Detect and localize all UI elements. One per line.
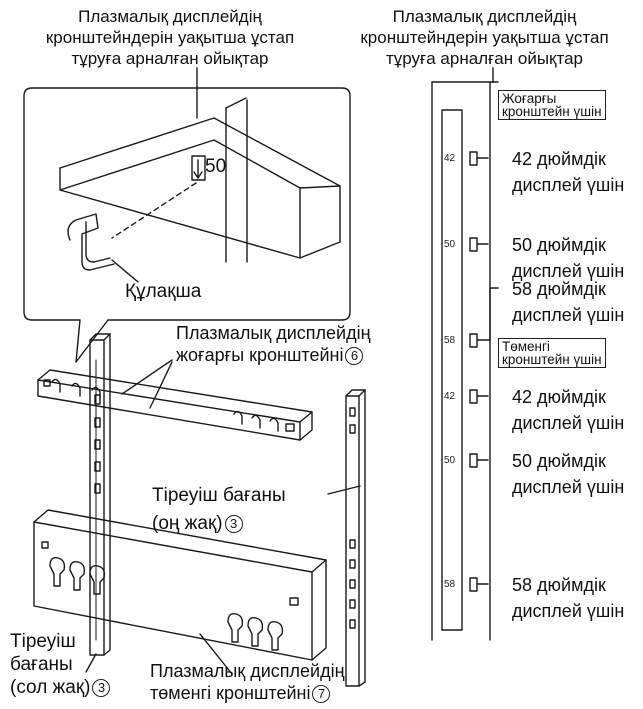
lower-hooks-left — [41, 541, 106, 595]
scale-label-50-lower-line2: дисплей үшін — [512, 477, 625, 497]
left-pole-line3: (сол жақ) — [10, 677, 91, 698]
scale-label-58-upper-line1: 58 дюймдік — [512, 279, 606, 299]
scale-label-42-upper-line2: дисплей үшін — [512, 175, 625, 195]
detail-number-50: 50 — [205, 156, 227, 177]
scale-label-42-upper: 42 дюймдік дисплей үшін — [512, 146, 624, 198]
scale-num-42-lower: 42 — [444, 391, 456, 402]
scale-label-42-lower: 42 дюймдік дисплей үшін — [512, 384, 624, 436]
scale-label-50-lower: 50 дюймдік дисплей үшін — [512, 448, 624, 500]
caption-top-right-line2: кронштейндерін уақытша ұстап — [360, 28, 609, 47]
right-pole — [345, 389, 366, 687]
upper-bracket-line1: Плазмалық дисплейдің — [176, 323, 371, 343]
detail-dashed-guide — [111, 182, 197, 239]
left-pole-line1: Тіреуіш — [10, 631, 76, 652]
lower-box-line2: кронштейн үшін — [502, 352, 602, 367]
label-ear: Құлақша — [125, 281, 202, 302]
scale-num-58-upper: 58 — [444, 335, 456, 346]
scale-label-58-lower: 58 дюймдік дисплей үшін — [512, 572, 624, 624]
leader-upper-bracket — [121, 359, 173, 395]
lower-bracket-box: Төменгі кронштейн үшін — [498, 338, 606, 368]
label-left-pole: Тіреуіш бағаны (сол жақ)3 — [10, 630, 111, 699]
scale-label-42-lower-line2: дисплей үшін — [512, 413, 625, 433]
scale-label-58-lower-line1: 58 дюймдік — [512, 575, 606, 595]
upper-bracket — [37, 369, 313, 441]
scale-label-50-upper-line2: дисплей үшін — [512, 261, 625, 281]
right-pole-line1: Тіреуіш бағаны — [152, 485, 286, 506]
scale-label-50-upper: 50 дюймдік дисплей үшін — [512, 232, 624, 284]
leader-lower-bracket — [199, 633, 233, 675]
scale-label-42-lower-line1: 42 дюймдік — [512, 387, 606, 407]
detail-ear — [67, 213, 115, 271]
lower-bracket-line1: Плазмалық дисплейдің — [150, 661, 345, 681]
left-pole — [89, 333, 111, 656]
lower-box-line1: Төменгі — [502, 339, 550, 354]
upper-bracket-line2: жоғарғы кронштейні — [176, 345, 344, 365]
caption-top-right: Плазмалық дисплейдің кронштейндерін уақы… — [326, 6, 643, 69]
detail-slot — [191, 155, 206, 181]
upper-bracket-box: Жоғарғы кронштейн үшін — [498, 90, 606, 120]
lower-bracket — [33, 509, 327, 661]
leader-left-pole — [85, 653, 97, 673]
scale-slots — [469, 151, 499, 592]
scale-label-50-upper-line1: 50 дюймдік — [512, 235, 606, 255]
left-pole-line2: бағаны — [10, 654, 73, 675]
right-pole-line2: (оң жақ) — [152, 513, 223, 534]
detail-pole — [59, 97, 341, 263]
detail-callout-bubble — [23, 87, 351, 363]
lower-bracket-line2: төменгі кронштейні — [150, 683, 311, 703]
part-number-7: 7 — [312, 685, 331, 703]
scale-label-42-upper-line1: 42 дюймдік — [512, 149, 606, 169]
caption-top-left-line2: кронштейндерін уақытша ұстап — [45, 28, 295, 47]
part-number-6: 6 — [345, 347, 364, 365]
scale-pole — [431, 81, 491, 641]
scale-num-50-lower: 50 — [444, 455, 456, 466]
scale-label-50-lower-line1: 50 дюймдік — [512, 451, 606, 471]
scale-label-58-lower-line2: дисплей үшін — [512, 601, 625, 621]
part-number-3-left: 3 — [92, 679, 111, 697]
caption-top-right-line1: Плазмалық дисплейдің — [392, 7, 577, 26]
upper-box-line2: кронштейн үшін — [502, 104, 602, 119]
lower-hooks-right — [227, 597, 299, 651]
caption-top-right-line3: тұруға арналған ойықтар — [386, 49, 583, 68]
caption-top-left: Плазмалық дисплейдің кронштейндерін уақы… — [0, 6, 340, 69]
label-right-pole: Тіреуіш бағаны (оң жақ)3 — [152, 484, 286, 536]
scale-num-42-upper: 42 — [444, 153, 456, 164]
scale-num-50-upper: 50 — [444, 239, 456, 250]
part-number-3-right: 3 — [224, 515, 243, 533]
ear-leader — [111, 259, 139, 283]
scale-label-58-upper-line2: дисплей үшін — [512, 305, 625, 325]
scale-num-58-lower: 58 — [444, 579, 456, 590]
caption-top-left-line3: тұруға арналған ойықтар — [71, 49, 269, 68]
upper-box-line1: Жоғарғы — [502, 91, 557, 106]
leader-right-pole — [327, 485, 361, 495]
caption-top-left-line1: Плазмалық дисплейдің — [78, 7, 262, 26]
leader-upper-bracket-2 — [149, 361, 173, 409]
scale-label-58-upper: 58 дюймдік дисплей үшін — [512, 276, 624, 328]
